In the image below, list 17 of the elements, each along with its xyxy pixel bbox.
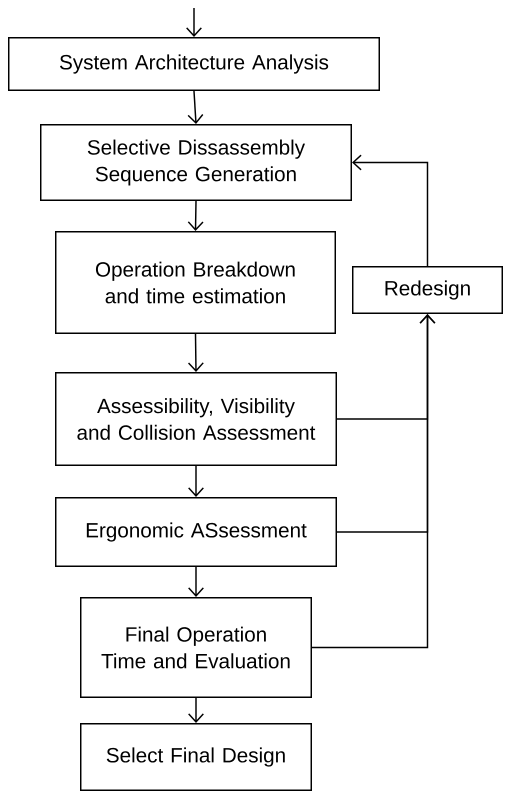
process-box: Ergonomic ASsessment: [55, 497, 337, 567]
process-box: Selective Dissassembly Sequence Generation: [40, 124, 352, 201]
arrow: [188, 466, 204, 497]
arrow: [188, 201, 204, 231]
arrow: [352, 154, 428, 266]
process-box: System Architecture Analysis: [8, 37, 380, 91]
process-box: Final Operation Time and Evaluation: [80, 597, 312, 698]
arrow: [188, 90, 204, 124]
arrow: [188, 698, 204, 723]
process-box: Select Final Design: [80, 723, 312, 791]
process-box: Operation Breakdown and time estimation: [55, 231, 336, 334]
arrow: [186, 8, 202, 37]
arrow: [188, 334, 204, 372]
arrow: [188, 567, 204, 597]
process-box: Redesign: [352, 266, 503, 314]
process-box: Assessibility, Visibility and Collision Assessment: [55, 372, 337, 466]
arrow: [312, 314, 436, 648]
